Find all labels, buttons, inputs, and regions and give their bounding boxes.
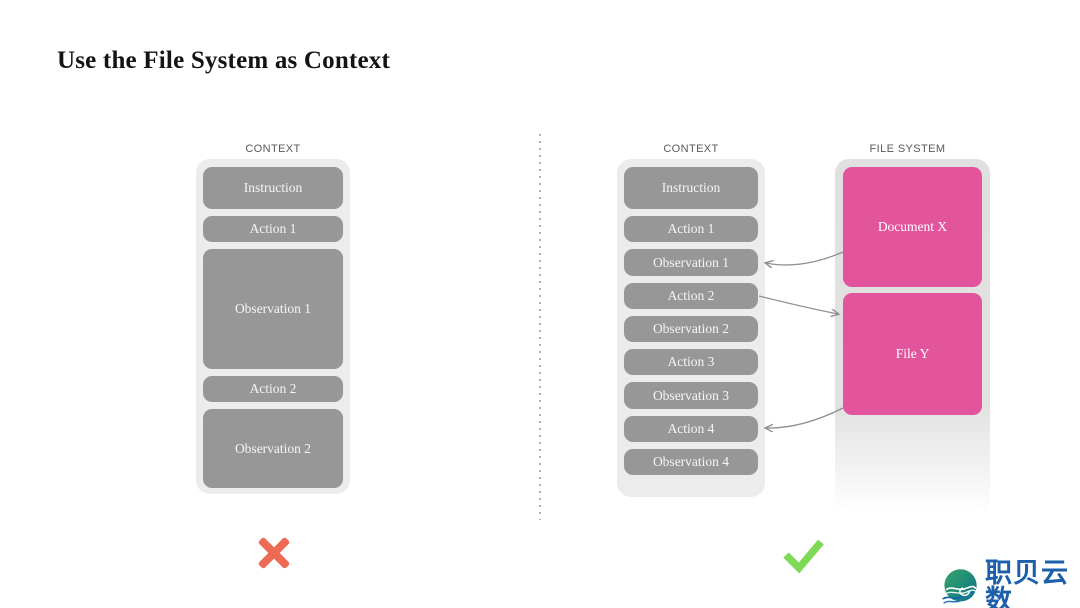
left-box-action-1: Action 1 xyxy=(203,216,343,242)
left-box-action-2: Action 2 xyxy=(203,376,343,402)
right-box-action-4: Action 4 xyxy=(624,416,758,442)
right-box-instruction: Instruction xyxy=(624,167,758,209)
left-box-observation-1: Observation 1 xyxy=(203,249,343,369)
right-context-label: CONTEXT xyxy=(663,143,719,155)
brand-logo: 职贝云数 xyxy=(941,560,1080,608)
right-box-action-3: Action 3 xyxy=(624,349,758,375)
right-context-container: Instruction Action 1 Observation 1 Actio… xyxy=(617,159,765,497)
left-box-observation-2: Observation 2 xyxy=(203,409,343,488)
arrow-document-x-to-observation-1 xyxy=(766,251,844,265)
right-box-action-2: Action 2 xyxy=(624,283,758,309)
file-box-document-x: Document X xyxy=(843,167,982,287)
right-box-observation-4: Observation 4 xyxy=(624,449,758,475)
right-box-observation-1: Observation 1 xyxy=(624,249,758,276)
page-title: Use the File System as Context xyxy=(57,47,391,74)
right-box-observation-3: Observation 3 xyxy=(624,382,758,409)
check-icon xyxy=(783,539,824,574)
dotted-divider xyxy=(539,134,541,520)
left-box-instruction: Instruction xyxy=(203,167,343,209)
file-system-container: Document X File Y xyxy=(835,159,990,514)
right-box-action-1: Action 1 xyxy=(624,216,758,242)
arrow-action-2-to-file-y xyxy=(758,295,838,314)
brand-logo-text: 职贝云数 xyxy=(985,558,1070,608)
file-box-file-y: File Y xyxy=(843,293,982,415)
left-context-container: Instruction Action 1 Observation 1 Actio… xyxy=(196,159,350,494)
cross-icon xyxy=(257,536,291,570)
globe-wave-icon xyxy=(942,568,978,604)
right-box-observation-2: Observation 2 xyxy=(624,316,758,342)
arrow-file-y-to-action-4 xyxy=(766,407,844,428)
left-context-label: CONTEXT xyxy=(245,143,301,155)
file-system-label: FILE SYSTEM xyxy=(869,143,946,155)
